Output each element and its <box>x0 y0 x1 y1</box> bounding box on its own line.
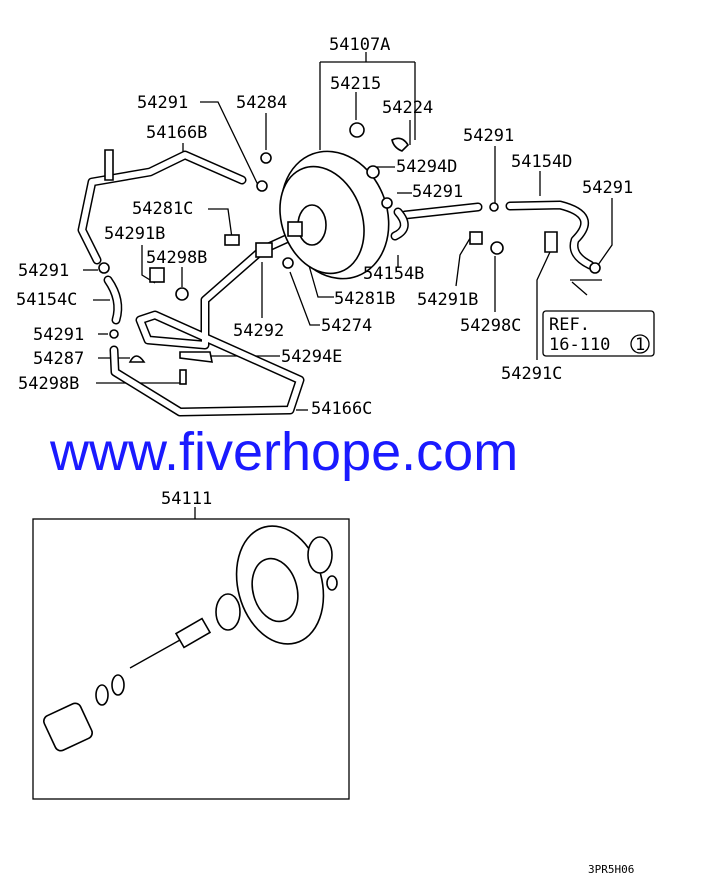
label-54298B: 54298B <box>146 248 207 268</box>
brake-booster <box>98 122 601 385</box>
label-54291: 54291 <box>582 178 633 198</box>
label-54154B: 54154B <box>363 264 424 284</box>
label-54291B: 54291B <box>104 224 165 244</box>
watermark: www.fiverhope.com <box>49 422 518 482</box>
label-54287: 54287 <box>33 349 84 369</box>
label-54291C: 54291C <box>501 364 562 384</box>
label-54298C: 54298C <box>460 316 521 336</box>
label-54215: 54215 <box>330 74 381 94</box>
reference-page: 16-110 <box>549 335 610 355</box>
reference-number: 1 <box>635 335 645 355</box>
label-54291: 54291 <box>412 182 463 202</box>
label-54291: 54291 <box>137 93 188 113</box>
diagram-code: 3PR5H06 <box>588 863 634 876</box>
label-54291: 54291 <box>33 325 84 345</box>
hoses <box>77 150 595 417</box>
label-54154D: 54154D <box>511 152 572 172</box>
label-54291: 54291 <box>18 261 69 281</box>
circle-number-icon <box>630 334 650 354</box>
label-54298B: 54298B <box>18 374 79 394</box>
label-54166B: 54166B <box>146 123 207 143</box>
label-assembly-54107A: 54107A <box>329 35 390 55</box>
label-54111: 54111 <box>161 489 212 509</box>
label-54284: 54284 <box>236 93 287 113</box>
label-54166C: 54166C <box>311 399 372 419</box>
label-54291B: 54291B <box>417 290 478 310</box>
label-54292: 54292 <box>233 321 284 341</box>
booster-subassembly <box>32 518 350 800</box>
label-54294D: 54294D <box>396 157 457 177</box>
label-54274: 54274 <box>321 316 372 336</box>
reference-label: REF. <box>549 315 590 335</box>
label-54291: 54291 <box>463 126 514 146</box>
label-54294E: 54294E <box>281 347 342 367</box>
label-54154C: 54154C <box>16 290 77 310</box>
label-54224: 54224 <box>382 98 433 118</box>
label-54281B: 54281B <box>334 289 395 309</box>
reference-box[interactable]: REF. 16-110 1 <box>542 310 655 357</box>
leader-lines <box>83 52 613 519</box>
label-54281C: 54281C <box>132 199 193 219</box>
